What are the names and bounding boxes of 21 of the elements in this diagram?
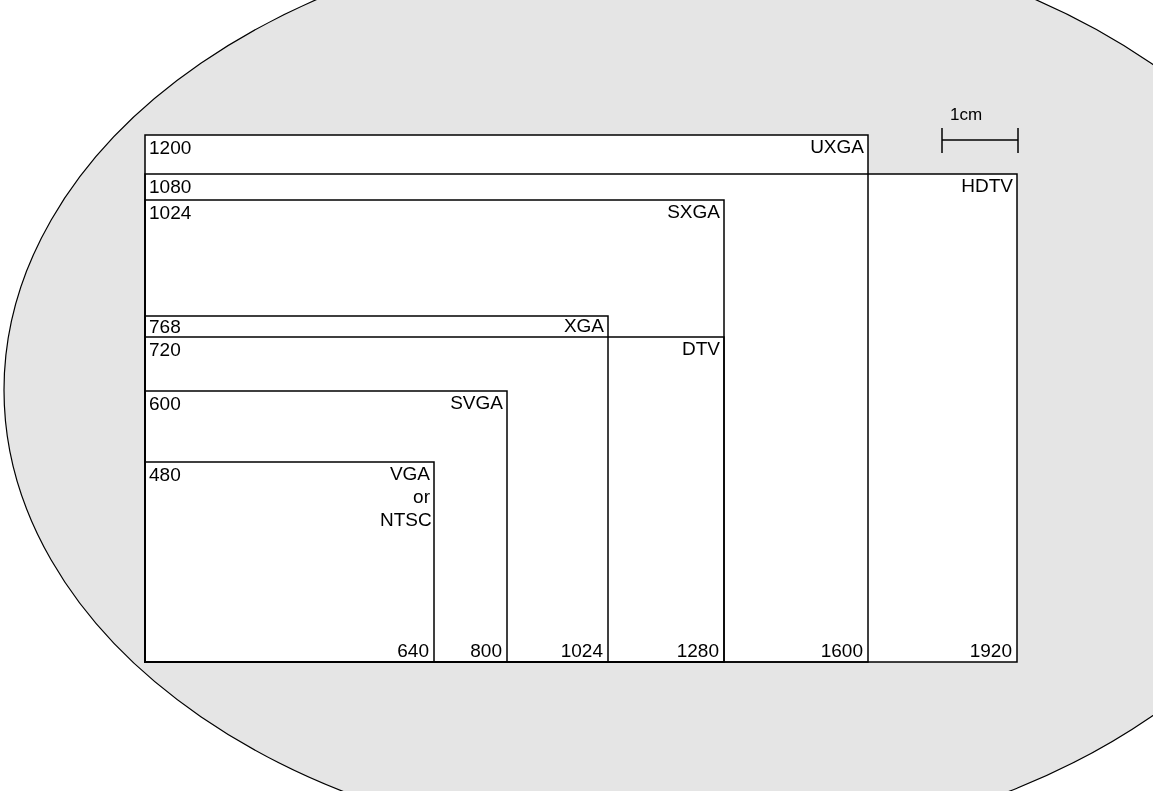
height-value: 720 bbox=[149, 340, 181, 359]
format-name: HDTV bbox=[961, 175, 1013, 198]
format-name: UXGA bbox=[810, 136, 864, 159]
height-value: 600 bbox=[149, 394, 181, 413]
width-value: 1280 bbox=[676, 641, 719, 660]
format-name: SXGA bbox=[667, 201, 720, 224]
height-value: 1200 bbox=[149, 138, 192, 157]
height-value: 1024 bbox=[149, 203, 192, 222]
format-name: SVGA bbox=[450, 392, 503, 415]
height-value: 1080 bbox=[149, 177, 192, 196]
height-value: 480 bbox=[149, 465, 181, 484]
format-name: XGA bbox=[563, 315, 604, 338]
width-value: 800 bbox=[470, 641, 502, 660]
width-value: 1024 bbox=[560, 641, 603, 660]
width-value: 1600 bbox=[820, 641, 863, 660]
height-value: 768 bbox=[149, 317, 181, 336]
width-value: 640 bbox=[397, 641, 429, 660]
format-name: VGA or NTSC bbox=[380, 463, 430, 532]
scale-label: 1cm bbox=[950, 106, 983, 123]
width-value: 1920 bbox=[969, 641, 1012, 660]
format-name: DTV bbox=[682, 338, 720, 361]
